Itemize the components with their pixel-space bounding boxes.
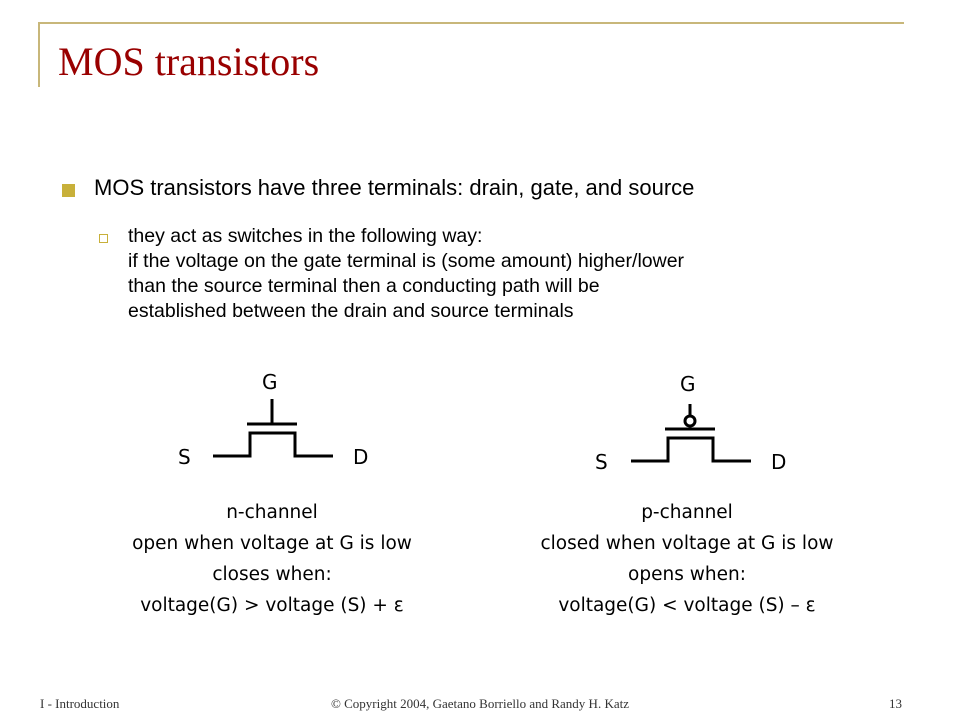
p-channel-transistor-symbol: [631, 404, 751, 463]
n-gate-label: G: [262, 370, 278, 394]
p-gate-bubble-icon: [683, 414, 697, 428]
caption-line: n-channel: [226, 502, 318, 523]
hollow-square-bullet-icon: [99, 234, 108, 243]
caption-line: open when voltage at G is low: [132, 533, 412, 554]
footer-page-number: 13: [889, 696, 902, 711]
n-source-label: S: [178, 445, 191, 469]
sub-bullet-line: they act as switches in the following wa…: [128, 225, 483, 247]
footer-copyright: © Copyright 2004, Gaetano Borriello and …: [331, 696, 629, 711]
sub-bullet-line: if the voltage on the gate terminal is (…: [128, 250, 685, 272]
caption-line: opens when:: [628, 564, 746, 585]
p-channel-caption: p-channel closed when voltage at G is lo…: [477, 497, 897, 621]
sub-bullet-text: they act as switches in the following wa…: [128, 224, 908, 324]
p-source-label: S: [595, 450, 608, 474]
footer-section-label: I - Introduction: [40, 696, 120, 711]
side-rule: [38, 22, 40, 87]
caption-line: voltage(G) > voltage (S) + ε: [140, 595, 404, 616]
caption-line: voltage(G) < voltage (S) – ε: [558, 595, 816, 616]
caption-line: closes when:: [212, 564, 332, 585]
n-drain-label: D: [353, 445, 368, 469]
bullet-text: MOS transistors have three terminals: dr…: [94, 175, 695, 200]
p-drain-label: D: [771, 450, 786, 474]
sub-bullet-line: established between the drain and source…: [128, 300, 574, 322]
n-channel-path: [213, 431, 333, 458]
caption-line: p-channel: [641, 502, 733, 523]
slide-title: MOS transistors: [58, 39, 320, 84]
p-gate-label: G: [680, 372, 696, 396]
sub-bullet-line: than the source terminal then a conducti…: [128, 275, 600, 297]
n-channel-caption: n-channel open when voltage at G is low …: [62, 497, 482, 621]
caption-line: closed when voltage at G is low: [540, 533, 834, 554]
n-channel-transistor-symbol: [213, 399, 333, 458]
p-channel-path: [631, 436, 751, 463]
top-rule: [38, 22, 904, 24]
square-bullet-icon: [62, 184, 75, 197]
